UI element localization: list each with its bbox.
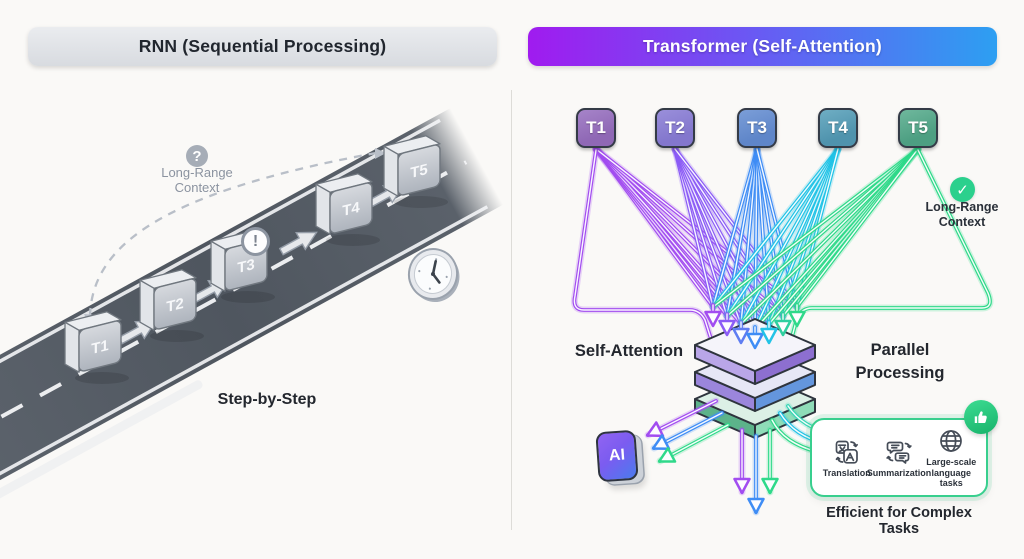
long-range-context-label-transformer: Long-Range Context	[925, 200, 999, 229]
sequential-step-arrow	[278, 231, 318, 256]
rnn-token-cube: T1	[64, 311, 129, 384]
transformer-token-t4: T4	[818, 108, 858, 148]
road-edge-line	[0, 205, 489, 504]
efficient-tasks-label: Efficient for Complex Tasks	[826, 505, 972, 537]
transformer-token-t1: T1	[576, 108, 616, 148]
attention-line	[723, 145, 842, 320]
attention-line	[723, 145, 922, 320]
tasks-box: Translation Summarization	[810, 418, 988, 497]
transformer-token-t2: T2	[655, 108, 695, 148]
rnn-road-illustration: T1 T2 T3 T4 T5	[0, 108, 504, 530]
question-icon: ?	[186, 145, 208, 167]
rnn-token-label: T4	[342, 199, 360, 220]
rnn-token-label: T2	[166, 295, 183, 316]
output-arrow	[645, 421, 665, 438]
task-label: Large-scale language tasks	[926, 457, 977, 489]
output-arrow	[747, 497, 765, 515]
rnn-token-label: T5	[410, 161, 428, 182]
summarize-icon	[886, 441, 912, 464]
globe-icon	[940, 430, 963, 453]
long-range-context-label-rnn: Long-Range Context	[161, 165, 233, 195]
stack-arrow	[788, 310, 806, 328]
output-arrow	[651, 434, 671, 450]
task-label: Summarization	[866, 467, 932, 478]
parallel-processing-label: Parallel Processing	[855, 341, 945, 382]
rnn-header: RNN (Sequential Processing)	[28, 27, 497, 66]
attention-line	[737, 145, 761, 328]
rnn-token-label: T3	[237, 256, 254, 277]
output-arrow	[761, 477, 779, 495]
stack-arrow	[704, 310, 722, 328]
translate-icon	[835, 440, 858, 464]
transformer-attention-illustration	[570, 145, 994, 516]
road-edge-line	[0, 118, 441, 418]
stack-arrow	[774, 319, 792, 337]
attention-elbow	[570, 146, 715, 343]
attention-line	[723, 145, 761, 320]
transformer-token-t3: T3	[737, 108, 777, 148]
step-by-step-label: Step-by-Step	[217, 391, 317, 408]
attention-line	[709, 145, 842, 311]
task-large-scale: Large-scale language tasks	[926, 428, 977, 489]
attention-line	[709, 145, 761, 311]
ai-chip-icon: AI	[595, 429, 639, 483]
self-attention-label: Self-Attention	[574, 342, 684, 360]
rnn-token-cube: T2	[139, 269, 204, 342]
output-arrow	[657, 447, 677, 463]
attention-line	[737, 145, 842, 328]
task-summarization: Summarization	[867, 439, 931, 479]
stack-arrow	[760, 327, 778, 345]
attention-line	[709, 145, 922, 311]
rnn-token-cube: T4	[315, 173, 380, 246]
sequential-step-arrow	[117, 320, 157, 345]
transformer-header: Transformer (Self-Attention)	[528, 27, 997, 66]
task-label: Translation	[822, 467, 871, 478]
rnn-token-cube: T5	[383, 135, 448, 208]
check-icon: ✓	[950, 177, 975, 202]
attention-line	[753, 145, 773, 328]
transformer-token-t5: T5	[898, 108, 938, 148]
clock-icon	[407, 248, 460, 303]
stack-arrow	[718, 319, 736, 337]
rnn-token-label: T1	[91, 337, 109, 358]
warning-icon: !	[241, 227, 270, 256]
arc-arrowhead	[375, 148, 386, 159]
output-arrow	[733, 477, 751, 495]
task-translation: Translation	[821, 439, 872, 479]
thumbs-up-icon	[964, 400, 998, 434]
attention-line	[737, 145, 922, 328]
panel-divider	[511, 90, 512, 530]
stack-arrow	[732, 327, 750, 345]
stack-arrow	[746, 332, 764, 350]
attention-line	[793, 145, 922, 311]
attention-mesh	[570, 145, 994, 343]
